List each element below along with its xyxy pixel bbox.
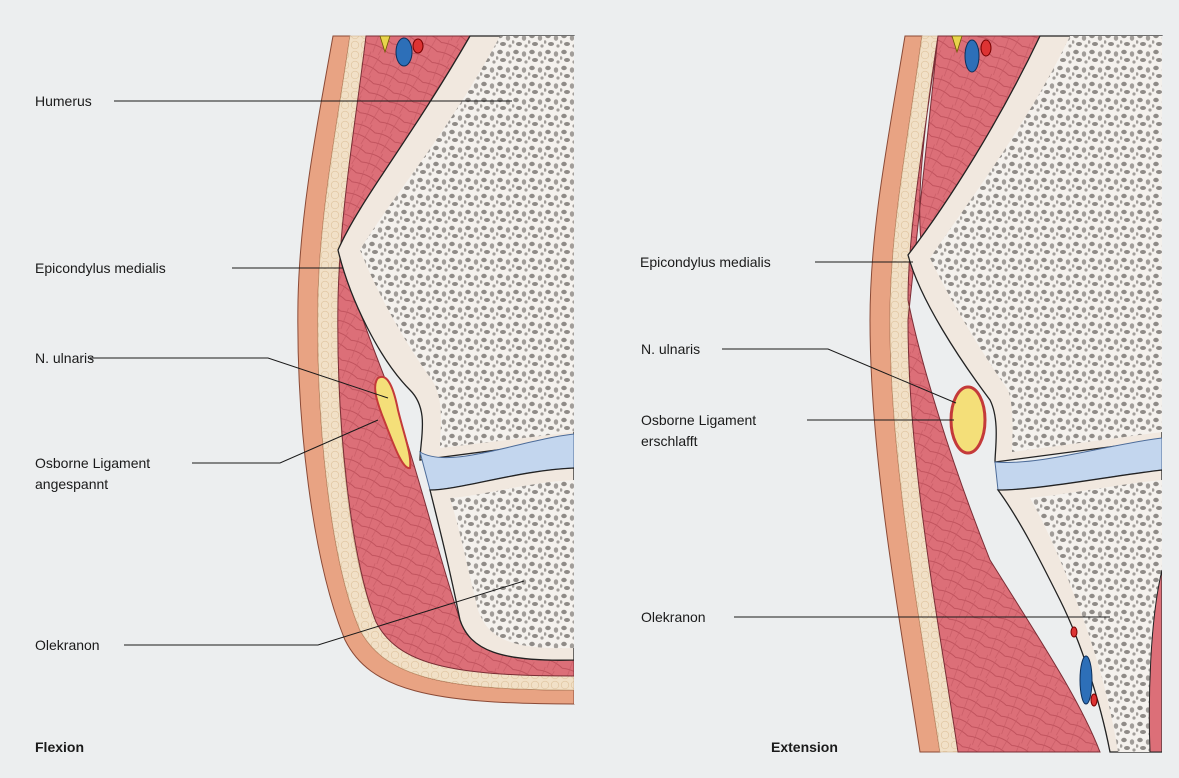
label-epicondylus-medialis-left: Epicondylus medialis (35, 260, 166, 276)
ulnar-nerve-right (951, 387, 985, 453)
label-olekranon-right: Olekranon (641, 609, 706, 625)
label-osborne-ligament-left: Osborne Ligament (35, 455, 150, 471)
label-humerus: Humerus (35, 93, 92, 109)
label-epicondylus-medialis-right: Epicondylus medialis (640, 254, 771, 270)
flexion-panel (298, 36, 580, 704)
label-n-ulnaris-right: N. ulnaris (641, 341, 700, 357)
labels-right: Epicondylus medialis N. ulnaris Osborne … (640, 254, 838, 755)
label-osborne-ligament-right: Osborne Ligament (641, 412, 756, 428)
label-angespannt: angespannt (35, 476, 108, 492)
caption-extension: Extension (771, 739, 838, 755)
caption-flexion: Flexion (35, 739, 84, 755)
labels-left: Humerus Epicondylus medialis N. ulnaris … (35, 93, 166, 755)
label-olekranon-left: Olekranon (35, 637, 100, 653)
label-n-ulnaris-left: N. ulnaris (35, 350, 94, 366)
extension-panel (870, 36, 1179, 756)
label-erschlafft: erschlafft (641, 433, 698, 449)
